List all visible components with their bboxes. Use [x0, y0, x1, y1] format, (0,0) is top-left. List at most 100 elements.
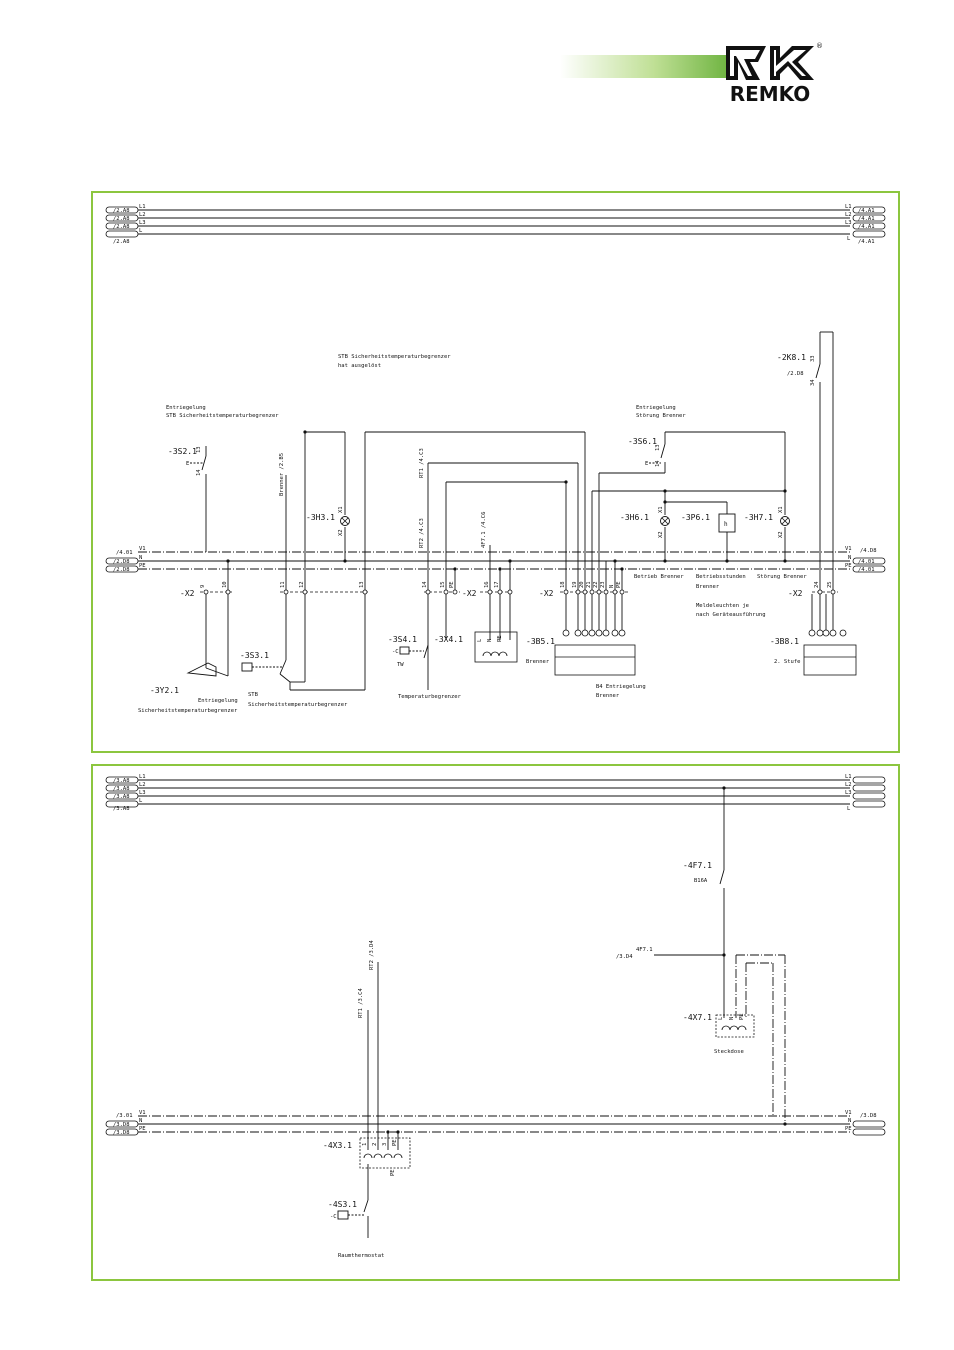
- bottom-bus-label-l: L: [139, 798, 143, 804]
- label-3p6-1: -3P6.1: [681, 513, 710, 522]
- stb-note-line2: hat ausgelöst: [338, 363, 381, 369]
- label-4x3-1: -4X3.1: [323, 1141, 352, 1150]
- top-bus2-left-n: /2.D8: [113, 559, 130, 565]
- meldeleuchten-2: nach Geräteausführung: [696, 612, 766, 618]
- bus-label-l: L: [139, 228, 143, 234]
- svg-text:14: 14: [422, 581, 428, 588]
- label-3h7-1: -3H7.1: [744, 513, 773, 522]
- label-3s2-1: -3S2.1: [168, 447, 197, 456]
- bottom-bus2-left-2: /3.D8: [113, 1122, 130, 1128]
- bus2-label-r-pe: PE: [845, 563, 852, 569]
- bus-label-l2: L2: [139, 212, 146, 218]
- schematic-frame-bottom: [91, 764, 900, 1281]
- plug-3b8-1: [803, 629, 857, 676]
- y21-desc-2: Sicherheitstemperaturbegrenzer: [138, 708, 238, 714]
- k8-contact-34: 34: [810, 379, 816, 386]
- h6-x1: X1: [658, 506, 664, 513]
- bottom-bus2-label-n: N: [139, 1118, 142, 1124]
- svg-text:23: 23: [600, 581, 606, 588]
- label-3h3-1: -3H3.1: [306, 513, 335, 522]
- bottom-bus2-label-r-pe: PE: [845, 1126, 852, 1132]
- room-thermostat-4s3-1-icon: [337, 1210, 364, 1220]
- bus2-label-r-n: N: [848, 555, 851, 561]
- label-4s3-1: -4S3.1: [328, 1200, 357, 1209]
- breaker-4f7-1: [654, 788, 786, 1124]
- svg-text:-C: -C: [392, 649, 399, 655]
- top-bus-ref-l3: /2.A8: [113, 224, 130, 230]
- x41-l: L: [477, 638, 483, 642]
- h3-x2: X2: [338, 529, 344, 536]
- bus2-label-pe: PE: [139, 563, 146, 569]
- bus-label-l1: L1: [139, 204, 146, 210]
- bus2-label-v1: V1: [139, 546, 146, 552]
- k8-ref: /2.D8: [787, 371, 804, 377]
- top-bus-right-ref-3: /4.A1: [858, 224, 875, 230]
- x31-term-3: 3: [382, 1143, 388, 1146]
- svg-text:PE: PE: [616, 581, 622, 588]
- s6-contact-14: 14: [655, 460, 661, 467]
- label-4f7-1: -4F7.1: [683, 861, 712, 870]
- hour-counter-3p6-1-icon: h: [718, 513, 736, 533]
- f47-ref: 4F7.1 /4.C6: [481, 512, 487, 548]
- top-bus2-right-1: /4.D8: [860, 548, 877, 554]
- bottom-bus2-label-v1: V1: [139, 1110, 146, 1116]
- wires-h3: [285, 431, 346, 590]
- bottom-bus2-left-1: /3.01: [116, 1113, 133, 1119]
- top-bus-terminals-right: /4.A1 /4.A1 /4.A1 /4.A1 L1 L2 L3 L: [845, 204, 886, 245]
- x71-l: L: [718, 1016, 724, 1020]
- wires-right: [591, 331, 834, 590]
- top-bus-ref-l1: /2.A8: [113, 208, 130, 214]
- bottom-bus-label-l1: L1: [139, 774, 146, 780]
- bottom-bus-label-r-l1: L1: [845, 774, 852, 780]
- meldeleuchten-1: Meldeleuchten je: [696, 603, 749, 609]
- tw-label: TW: [397, 662, 404, 668]
- label-3b8-1: -3B8.1: [770, 637, 799, 646]
- x2-terminal-numbers: 9 10 11 12 13 14 15 16 17 PE 18 19 20 21…: [200, 581, 833, 588]
- s2-contact-13: 13: [196, 446, 202, 453]
- svg-text:11: 11: [280, 581, 286, 588]
- schematic-frame-top: [91, 191, 900, 753]
- s31-desc-1: STB: [248, 692, 259, 698]
- burner-plug-3b5-1: [554, 629, 636, 676]
- top-bus-v1-n-pe: [138, 551, 850, 570]
- bottom-bus-label-r-l2: L2: [845, 782, 852, 788]
- svg-text:10: 10: [222, 581, 228, 588]
- bottom-bus2-terminals: /3.01 /3.D8 /3.D8 V1 N PE V1 N PE /3.D8: [105, 1110, 886, 1136]
- bus-label-r-l3: L3: [845, 220, 852, 226]
- k8-contact-33: 33: [810, 355, 816, 362]
- lamp-3h3-1-icon: [340, 516, 350, 526]
- top-bus2-left-pe: /2.D8: [113, 567, 130, 573]
- top-bus2-right-3: /4.01: [858, 567, 875, 573]
- top-bus-l: [138, 209, 850, 235]
- connector-3x4-1: [474, 631, 518, 663]
- svg-text:19: 19: [572, 581, 578, 588]
- svg-text:-C: -C: [330, 1214, 337, 1220]
- x41-pe: PE: [497, 635, 503, 642]
- bus-label-r-l: L: [847, 236, 851, 242]
- svg-text:E: E: [186, 461, 189, 467]
- x71-pe: PE: [739, 1013, 745, 1020]
- x71-n: N: [729, 1017, 735, 1020]
- s2-contact-14: 14: [196, 469, 202, 476]
- connector-4x3-1: [359, 1137, 411, 1169]
- y21-desc-1: Entriegelung: [198, 698, 238, 704]
- stufe2-label: 2. Stufe: [774, 659, 801, 665]
- bottom-bus-label-r-l: L: [847, 806, 851, 812]
- entriegelung-stb-2: STB Sicherheitstemperaturbegrenzer: [166, 413, 279, 419]
- entriegelung-brenner-1: Entriegelung: [636, 405, 676, 411]
- stb-note-line1: STB Sicherheitstemperaturbegrenzer: [338, 354, 451, 360]
- valve-3y2-1-icon: [186, 662, 229, 677]
- raumthermostat-label: Raumthermostat: [338, 1253, 384, 1259]
- svg-text:17: 17: [494, 581, 500, 588]
- top-bus2-right-2: /4.01: [858, 559, 875, 565]
- top-bus-ref-l: /2.A8: [113, 239, 130, 245]
- label-3y2-1: -3Y2.1: [150, 686, 179, 695]
- svg-text:24: 24: [814, 581, 820, 588]
- f71-ref: 4F7.1: [636, 947, 653, 953]
- bus2-label-r-v1: V1: [845, 546, 852, 552]
- bottom-bus2-label-r-n: N: [848, 1118, 851, 1124]
- label-3s3-1: -3S3.1: [240, 651, 269, 660]
- bus-label-l3: L3: [139, 220, 146, 226]
